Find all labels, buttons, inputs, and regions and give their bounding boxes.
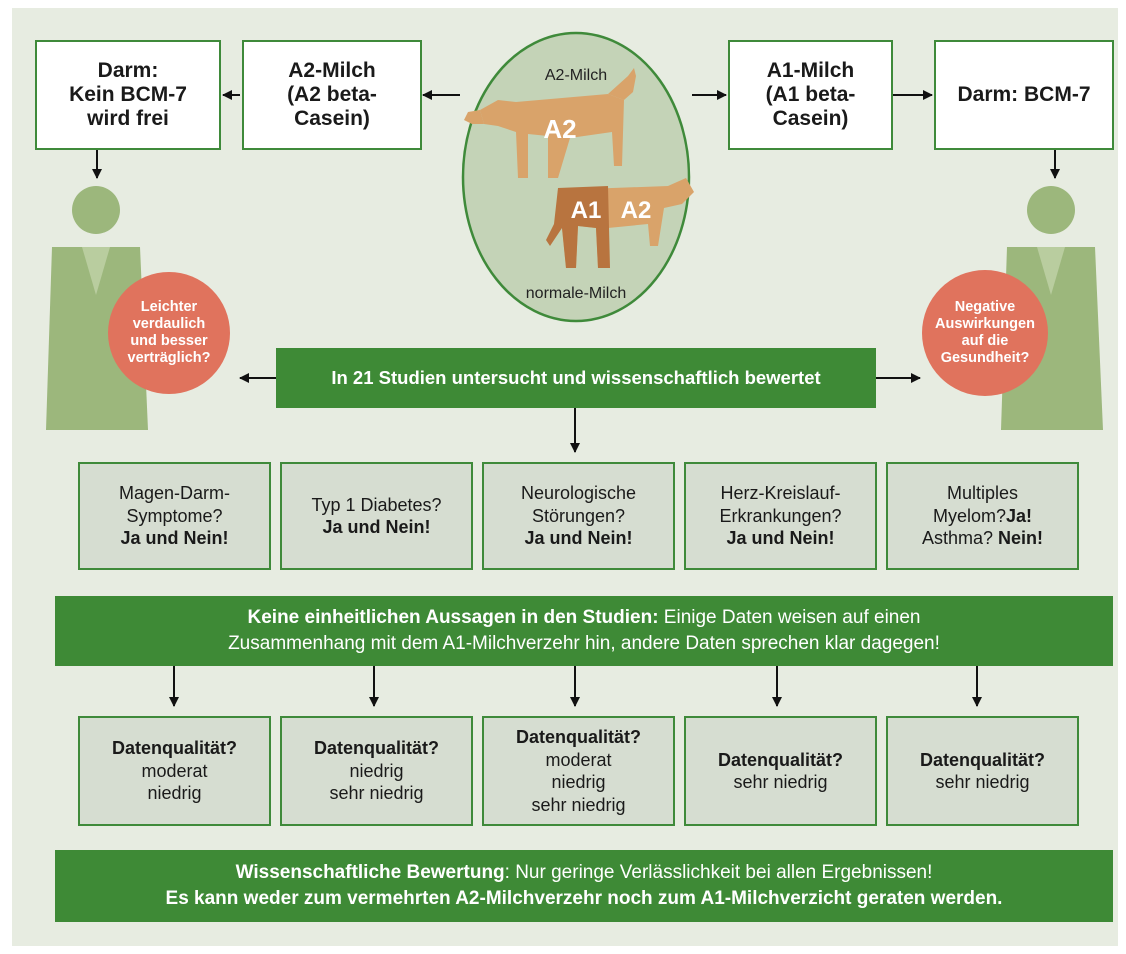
finding-box-neuro: Neurologische Störungen? Ja und Nein! bbox=[482, 462, 675, 570]
cow-a2b-label: A2 bbox=[621, 197, 652, 224]
milk-types-circle: A2-Milch A2 A1 A2 normale-Milch bbox=[461, 31, 694, 323]
a1-milch-box: A1-Milch (A1 beta- Casein) bbox=[728, 40, 893, 150]
finding-box-cardio: Herz-Kreislauf- Erkrankungen? Ja und Nei… bbox=[684, 462, 877, 570]
cow-mixed-icon bbox=[546, 178, 694, 268]
a2-milch-caption: A2-Milch bbox=[545, 67, 607, 84]
cow-a2-label: A2 bbox=[543, 114, 576, 144]
summary-bar: Keine einheitlichen Aussagen in den Stud… bbox=[55, 596, 1113, 666]
quality-box-5: Datenqualität? sehr niedrig bbox=[886, 716, 1079, 826]
cow-a1-label: A1 bbox=[571, 197, 602, 224]
conclusion-bar: Wissenschaftliche Bewertung: Nur geringe… bbox=[55, 850, 1113, 922]
a2-milch-box: A2-Milch (A2 beta- Casein) bbox=[242, 40, 422, 150]
quality-box-4: Datenqualität? sehr niedrig bbox=[684, 716, 877, 826]
darm-left-box: Darm: Kein BCM-7 wird frei bbox=[35, 40, 221, 150]
right-question-bubble: Negative Auswirkungen auf die Gesundheit… bbox=[922, 270, 1048, 396]
quality-box-2: Datenqualität? niedrig sehr niedrig bbox=[280, 716, 473, 826]
darm-right-box: Darm: BCM-7 bbox=[934, 40, 1114, 150]
quality-box-1: Datenqualität? moderat niedrig bbox=[78, 716, 271, 826]
finding-box-myelom-asthma: Multiples Myelom?Ja! Asthma? Nein! bbox=[886, 462, 1079, 570]
quality-box-3: Datenqualität? moderat niedrig sehr nied… bbox=[482, 716, 675, 826]
cow-a2-icon bbox=[464, 68, 636, 178]
finding-box-diabetes: Typ 1 Diabetes? Ja und Nein! bbox=[280, 462, 473, 570]
studies-bar: In 21 Studien untersucht und wissenschaf… bbox=[276, 348, 876, 408]
normale-milch-caption: normale-Milch bbox=[526, 285, 626, 302]
finding-box-gastro: Magen-Darm- Symptome? Ja und Nein! bbox=[78, 462, 271, 570]
left-question-bubble: Leichter verdaulich und besser verträgli… bbox=[108, 272, 230, 394]
